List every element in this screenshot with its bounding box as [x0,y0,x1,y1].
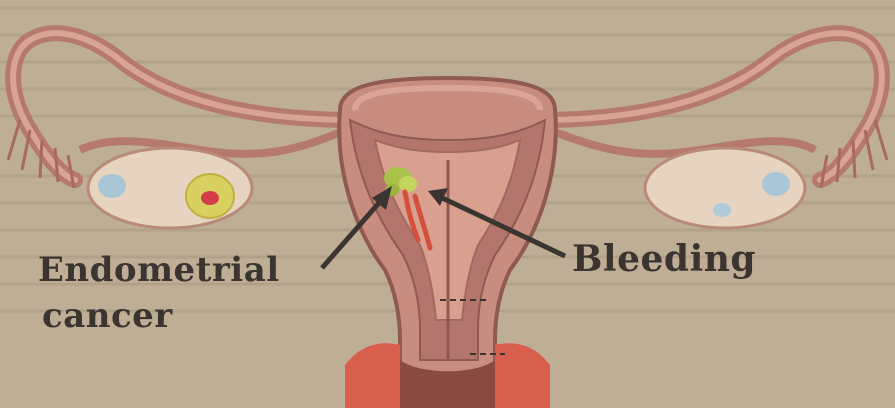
cervix [345,343,400,408]
right-ovary-follicle [762,172,790,196]
label-endometrial-cancer-line1: Endometrial [38,250,280,290]
left-ovary-follicle-small [98,174,126,198]
label-bleeding: Bleeding [572,238,756,280]
label-endometrial-cancer-line2: cancer [42,296,173,336]
